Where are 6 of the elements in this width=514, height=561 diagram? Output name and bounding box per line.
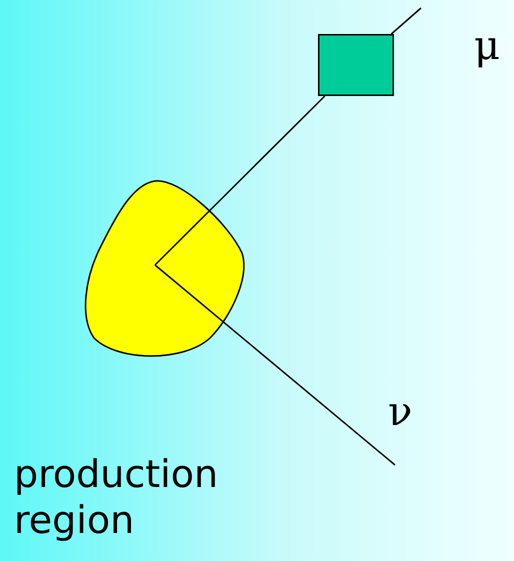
track-line xyxy=(154,264,396,466)
particle-label: μ xyxy=(474,26,500,66)
track-line xyxy=(154,95,326,266)
region-caption: production region xyxy=(14,452,220,544)
track-line xyxy=(390,7,422,35)
particle-label: ν xyxy=(388,392,412,432)
